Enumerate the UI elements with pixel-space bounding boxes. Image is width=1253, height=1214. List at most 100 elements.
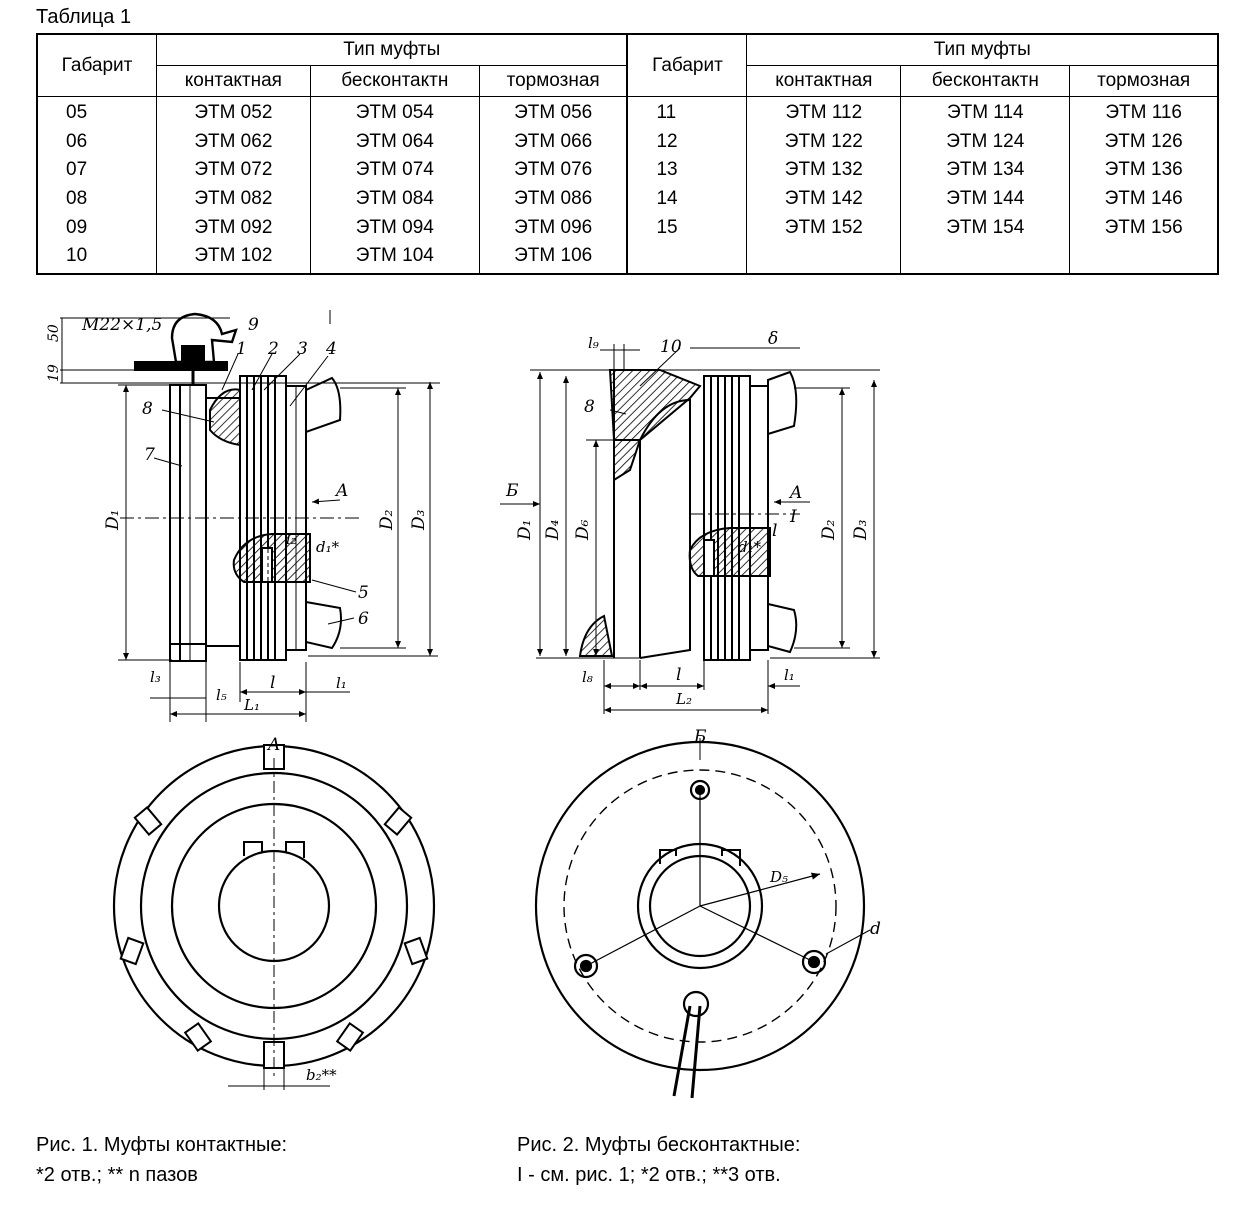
- label-dim50: 50: [46, 324, 62, 342]
- cell-gabarit: 07: [36, 156, 157, 185]
- label-d1: d₁*: [316, 538, 340, 556]
- figure2-caption: Рис. 2. Муфты бесконтактные: I - см. рис…: [517, 1130, 800, 1190]
- header-type-right: Тип муфты: [746, 33, 1219, 66]
- cell-contact: ЭТМ 062: [156, 127, 311, 157]
- cell-gabarit: 10: [36, 241, 157, 274]
- label-D5: D₅: [769, 868, 788, 886]
- label-part-8-fig2: 8: [584, 397, 595, 417]
- cell-contact: ЭТМ 112: [746, 96, 902, 128]
- cell-brake: ЭТМ 116: [1069, 96, 1219, 128]
- label-view-A: A: [266, 735, 280, 755]
- cell-contactless: ЭТМ 124: [900, 127, 1071, 157]
- label-part-7: 7: [144, 445, 155, 465]
- label-part-9: 9: [248, 315, 259, 335]
- figure2-caption-line2: I - см. рис. 1; *2 отв.; **3 отв.: [517, 1164, 781, 1186]
- label-l1: l₁: [336, 674, 347, 692]
- label-l2: l₂: [286, 530, 297, 548]
- figure1-front-view: [112, 744, 436, 1090]
- figure2-caption-line1: Рис. 2. Муфты бесконтактные:: [517, 1134, 801, 1156]
- table-row: 09 ЭТМ 092 ЭТМ 094 ЭТМ 096 15 ЭТМ 152 ЭТ…: [36, 213, 1219, 242]
- header-type-left: Тип муфты: [156, 33, 629, 66]
- cell-gabarit: 09: [36, 213, 157, 242]
- cell-brake: ЭТМ 066: [478, 127, 629, 157]
- figure1-caption-line1: Рис. 1. Муфты контактные:: [36, 1134, 288, 1156]
- label-part-2: 2: [267, 339, 279, 359]
- label-D2-fig2: D₂: [819, 519, 839, 541]
- cell-brake: ЭТМ 136: [1069, 156, 1219, 185]
- label-view-B: Б: [693, 727, 707, 747]
- label-part-8: 8: [142, 399, 153, 419]
- figure1-front-labels: A b₂**: [266, 735, 337, 1084]
- subheader-contactless-right: бесконтактн: [900, 65, 1071, 97]
- cell-contactless: ЭТМ 134: [900, 156, 1071, 185]
- figure2-front-view: [534, 738, 871, 1099]
- subheader-brake-right: тормозная: [1069, 65, 1219, 97]
- header-gabarit-left: Габарит: [36, 33, 157, 97]
- coupling-table: Габарит Тип муфты Габарит Тип муфты конт…: [36, 33, 1219, 275]
- label-l: l: [270, 673, 275, 693]
- figure1-caption: Рис. 1. Муфты контактные: *2 отв.; ** n …: [36, 1130, 287, 1190]
- cell-brake: ЭТМ 096: [478, 213, 629, 242]
- label-l1-fig2: l₁: [784, 666, 795, 684]
- label-part-1: 1: [236, 339, 247, 359]
- label-I: I: [789, 507, 797, 527]
- cell-brake: ЭТМ 106: [478, 241, 629, 274]
- figure1-side-view: [60, 310, 440, 722]
- cell-contactless: ЭТМ 154: [900, 213, 1071, 242]
- label-l3: l₃: [150, 668, 161, 686]
- table-row: 06 ЭТМ 062 ЭТМ 064 ЭТМ 066 12 ЭТМ 122 ЭТ…: [36, 127, 1219, 157]
- label-B-arrow: Б: [505, 481, 519, 501]
- cell-contactless: ЭТМ 104: [309, 241, 480, 274]
- cell-brake: ЭТМ 056: [478, 96, 629, 128]
- label-part-10: 10: [660, 337, 682, 357]
- table-row: 07 ЭТМ 072 ЭТМ 074 ЭТМ 076 13 ЭТМ 132 ЭТ…: [36, 156, 1219, 185]
- cell-brake: ЭТМ 146: [1069, 184, 1219, 214]
- label-part-4: 4: [325, 339, 337, 359]
- label-d: d: [870, 919, 881, 939]
- label-D6: D₆: [573, 519, 593, 541]
- label-D1-fig2: D₁: [515, 520, 535, 541]
- cell-gabarit: 11: [626, 96, 748, 128]
- label-A-fig2: A: [788, 483, 802, 503]
- label-l8: l₈: [582, 668, 593, 686]
- figure2-front-labels: Б D₅ d: [693, 727, 881, 939]
- label-l-fig2-upper: l: [772, 521, 777, 541]
- subheader-contactless-left: бесконтактн: [309, 65, 480, 97]
- cell-brake: ЭТМ 076: [478, 156, 629, 185]
- label-l-fig2: l: [676, 665, 681, 685]
- cell-contact: ЭТМ 102: [156, 241, 311, 274]
- label-A-arrow: A: [334, 481, 348, 501]
- figure1-side-labels: М22×1,5 50 19 9 1 2 3 4 8 7 5 6 D₁ D₂ D₃…: [46, 315, 429, 714]
- cell-gabarit: 12: [626, 127, 748, 157]
- cell-brake: ЭТМ 156: [1069, 213, 1219, 242]
- cell-contactless: ЭТМ 074: [309, 156, 480, 185]
- cell-contact: ЭТМ 152: [746, 213, 902, 242]
- label-thread: М22×1,5: [81, 315, 162, 335]
- cell-brake: ЭТМ 086: [478, 184, 629, 214]
- cell-gabarit: 06: [36, 127, 157, 157]
- cell-contact: ЭТМ 092: [156, 213, 311, 242]
- cell-brake: ЭТМ 126: [1069, 127, 1219, 157]
- table-caption: Таблица 1: [36, 6, 132, 28]
- cell-contact: ЭТМ 072: [156, 156, 311, 185]
- label-b2: b₂**: [306, 1066, 337, 1084]
- label-D3: D₃: [409, 509, 429, 531]
- cell-contact: [746, 241, 902, 274]
- subheader-contact-right: контактная: [746, 65, 902, 97]
- header-gabarit-right: Габарит: [626, 33, 748, 97]
- cell-contact: ЭТМ 142: [746, 184, 902, 214]
- label-l9: l₉: [588, 334, 599, 352]
- cell-contact: ЭТМ 082: [156, 184, 311, 214]
- cell-contactless: ЭТМ 054: [309, 96, 480, 128]
- cell-contact: ЭТМ 052: [156, 96, 311, 128]
- cell-contactless: ЭТМ 094: [309, 213, 480, 242]
- cell-gabarit: 13: [626, 156, 748, 185]
- cell-gabarit: 08: [36, 184, 157, 214]
- label-D4: D₄: [543, 519, 563, 541]
- label-L1: L₁: [243, 696, 260, 714]
- cell-brake: [1069, 241, 1219, 274]
- cell-contactless: [900, 241, 1071, 274]
- figure2-side-view: [500, 344, 880, 714]
- label-dim19: 19: [46, 364, 62, 382]
- cell-gabarit: 15: [626, 213, 748, 242]
